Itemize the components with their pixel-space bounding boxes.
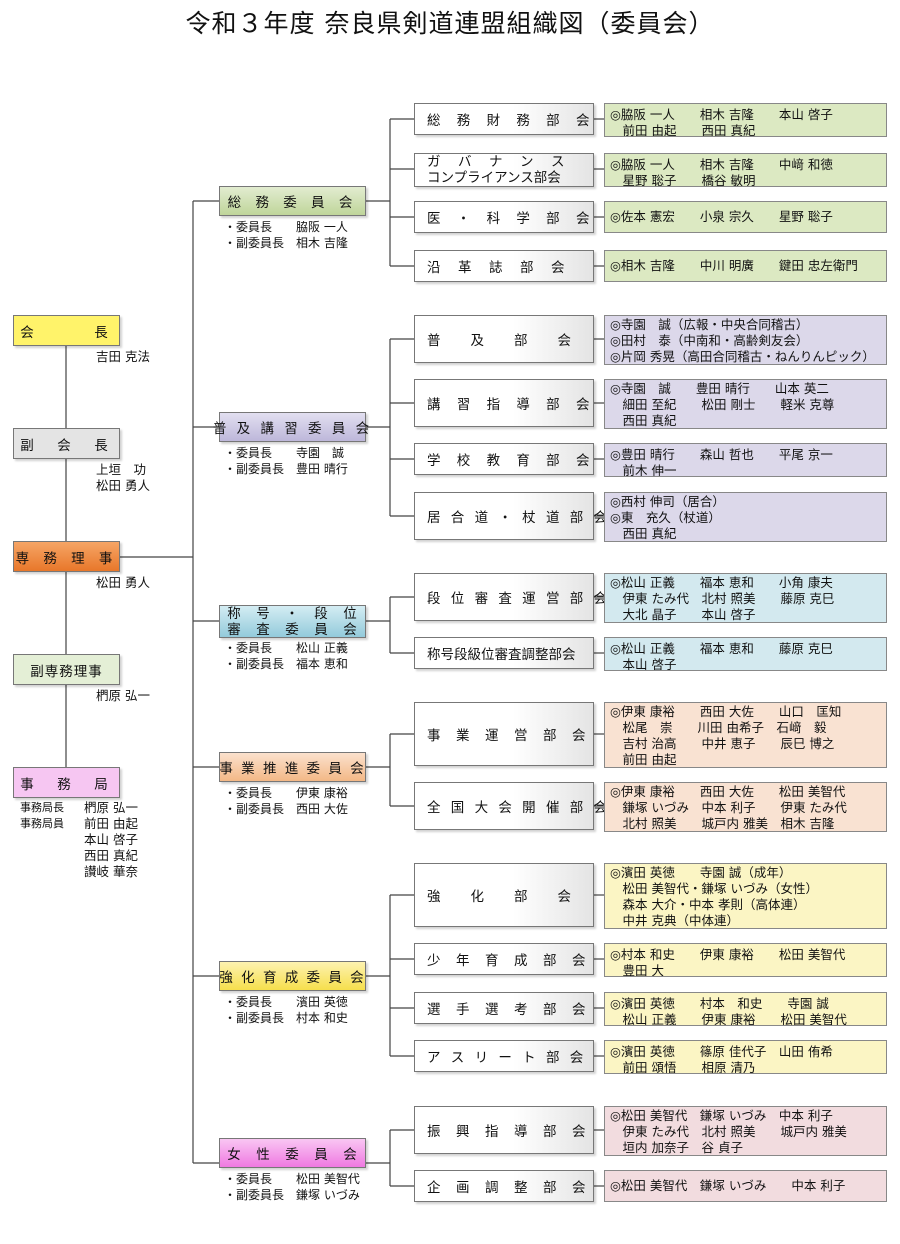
committee-josei-roles: ・委員長 松田 美智代 ・副委員長 鎌塚 いづみ bbox=[224, 1172, 360, 1202]
committee-fukyu-label: 普 及 講 習 委 員 会 bbox=[212, 421, 373, 437]
members-zenkoku-taikai: ◎伊東 康裕 西田 大佐 松田 美智代 鎌塚 いづみ 中本 利子 伊東 たみ代 … bbox=[604, 782, 887, 832]
dept-governance-label-line2: コンプライアンス部会 bbox=[427, 170, 561, 186]
dept-shogo-chosei-label: 称号段級位審査調整部会 bbox=[427, 647, 576, 663]
vice-managing-director-label: 副専務理事 bbox=[30, 663, 103, 680]
members-soumu-zaimu: ◎脇阪 一人 相木 吉隆 本山 啓子 前田 由起 西田 真紀 bbox=[604, 103, 887, 137]
dept-senshu-senko-label: 選 手 選 考 部 会 bbox=[427, 1002, 587, 1018]
dept-shonen-ikusei-label: 少 年 育 成 部 会 bbox=[427, 953, 587, 969]
managing-director-box: 専 務 理 事 bbox=[13, 541, 120, 572]
dept-athlete: ア ス リ ー ト 部 会 bbox=[414, 1040, 594, 1072]
members-shinko-shido: ◎松田 美智代 鎌塚 いづみ 中本 利子 伊東 たみ代 北村 照美 城戸内 雅美… bbox=[604, 1106, 887, 1156]
dept-ikagaku: 医 ・ 科 学 部 会 bbox=[414, 201, 594, 233]
dept-governance-label-line1: ガ バ ナ ン ス bbox=[427, 154, 567, 170]
dept-enkakushi-label: 沿 革 誌 部 会 bbox=[427, 260, 567, 276]
dept-gakko-kyoiku-label: 学 校 教 育 部 会 bbox=[427, 453, 596, 469]
secretariat-names: 椚原 弘一 前田 由起 本山 啓子 西田 真紀 讃岐 華奈 bbox=[84, 800, 138, 879]
committee-jigyo: 事 業 推 進 委 員 会 bbox=[219, 752, 366, 782]
committee-jigyo-label: 事 業 推 進 委 員 会 bbox=[219, 761, 366, 777]
dept-governance: ガ バ ナ ン ス コンプライアンス部会 bbox=[414, 153, 594, 187]
dept-fukyu: 普 及 部 会 bbox=[414, 315, 594, 363]
president-name: 吉田 克法 bbox=[96, 349, 150, 364]
members-governance: ◎脇阪 一人 相木 吉隆 中﨑 和徳 星野 聡子 橋谷 敏明 bbox=[604, 153, 887, 187]
dept-dani-shinsa-label: 段 位 審 査 運 営 部 会 bbox=[427, 591, 611, 607]
members-dani-shinsa: ◎松山 正義 福本 恵和 小角 康夫 伊東 たみ代 北村 照美 藤原 克巳 大北… bbox=[604, 573, 887, 623]
committee-kyoka: 強 化 育 成 委 員 会 bbox=[219, 961, 366, 991]
members-shonen-ikusei: ◎村本 和史 伊東 康裕 松田 美智代 豊田 大 bbox=[604, 943, 887, 977]
committee-shogo: 称 号 ・ 段 位 審 査 委 員 会 bbox=[219, 605, 366, 638]
committee-soumu-roles: ・委員長 脇阪 一人 ・副委員長 相木 吉隆 bbox=[224, 220, 348, 250]
members-kikaku-chosei: ◎松田 美智代 鎌塚 いづみ 中本 利子 bbox=[604, 1170, 887, 1202]
members-athlete: ◎濱田 英徳 篠原 佳代子 山田 侑希 前田 頌悟 相原 清乃 bbox=[604, 1040, 887, 1074]
dept-kikaku-chosei: 企 画 調 整 部 会 bbox=[414, 1170, 594, 1202]
vice-president-names: 上垣 功 松田 勇人 bbox=[96, 462, 150, 493]
managing-director-name: 松田 勇人 bbox=[96, 575, 150, 590]
committee-soumu: 総 務 委 員 会 bbox=[219, 186, 366, 216]
dept-kyoka-label: 強 化 部 会 bbox=[427, 889, 572, 905]
dept-shonen-ikusei: 少 年 育 成 部 会 bbox=[414, 943, 594, 975]
secretariat-box: 事 務 局 bbox=[13, 767, 120, 798]
dept-senshu-senko: 選 手 選 考 部 会 bbox=[414, 992, 594, 1024]
secretariat-label: 事 務 局 bbox=[20, 776, 113, 793]
members-gakko-kyoiku: ◎豊田 晴行 森山 哲也 平尾 京一 前木 伸一 bbox=[604, 443, 887, 477]
president-box: 会 長 bbox=[13, 315, 120, 346]
dept-shogo-chosei: 称号段級位審査調整部会 bbox=[414, 637, 594, 669]
dept-fukyu-label: 普 及 部 会 bbox=[427, 333, 572, 349]
vice-president-label: 副 会 長 bbox=[20, 437, 113, 454]
dept-kyoka: 強 化 部 会 bbox=[414, 863, 594, 927]
dept-iaido-jodo: 居 合 道 ・ 杖 道 部 会 bbox=[414, 492, 607, 540]
president-label: 会 長 bbox=[20, 324, 113, 341]
committee-soumu-label: 総 務 委 員 会 bbox=[227, 195, 358, 211]
secretariat-roles: 事務局長 事務局員 bbox=[20, 801, 64, 830]
dept-koshu-shido-label: 講 習 指 導 部 会 bbox=[427, 397, 596, 413]
vice-managing-director-name: 椚原 弘一 bbox=[96, 688, 150, 703]
dept-zenkoku-taikai-label: 全 国 大 会 開 催 部 会 bbox=[427, 800, 611, 816]
managing-director-label: 専 務 理 事 bbox=[15, 550, 118, 567]
dept-shinko-shido: 振 興 指 導 部 会 bbox=[414, 1106, 594, 1154]
committee-shogo-roles: ・委員長 松山 正義 ・副委員長 福本 恵和 bbox=[224, 641, 348, 671]
committee-kyoka-roles: ・委員長 濱田 英徳 ・副委員長 村本 和史 bbox=[224, 995, 348, 1025]
committee-shogo-label-line1: 称 号 ・ 段 位 bbox=[227, 605, 358, 622]
dept-gakko-kyoiku: 学 校 教 育 部 会 bbox=[414, 443, 594, 475]
dept-koshu-shido: 講 習 指 導 部 会 bbox=[414, 379, 594, 427]
committee-fukyu: 普 及 講 習 委 員 会 bbox=[213, 412, 369, 442]
dept-ikagaku-label: 医 ・ 科 学 部 会 bbox=[427, 211, 596, 227]
members-koshu-shido: ◎寺園 誠 豊田 晴行 山本 英二 細田 至紀 松田 剛士 軽米 克尊 西田 真… bbox=[604, 379, 887, 429]
committee-kyoka-label: 強 化 育 成 委 員 会 bbox=[219, 970, 366, 986]
members-kyoka: ◎濱田 英徳 寺園 誠（成年） 松田 美智代・鎌塚 いづみ（女性） 森本 大介・… bbox=[604, 863, 887, 929]
dept-kikaku-chosei-label: 企 画 調 整 部 会 bbox=[427, 1180, 587, 1196]
committee-jigyo-roles: ・委員長 伊東 康裕 ・副委員長 西田 大佐 bbox=[224, 786, 348, 816]
committee-shogo-label-line2: 審 査 委 員 会 bbox=[227, 621, 358, 638]
committee-josei: 女 性 委 員 会 bbox=[219, 1138, 366, 1168]
dept-iaido-jodo-label: 居 合 道 ・ 杖 道 部 会 bbox=[427, 510, 611, 526]
members-senshu-senko: ◎濱田 英徳 村本 和史 寺園 誠 松山 正義 伊東 康裕 松田 美智代 bbox=[604, 992, 887, 1026]
dept-soumu-zaimu: 総 務 財 務 部 会 bbox=[414, 103, 594, 135]
committee-josei-label: 女 性 委 員 会 bbox=[227, 1147, 358, 1163]
vice-president-box: 副 会 長 bbox=[13, 428, 120, 459]
dept-enkakushi: 沿 革 誌 部 会 bbox=[414, 250, 594, 282]
members-jigyo-unei: ◎伊東 康裕 西田 大佐 山口 匡知 松尾 崇 川田 由希子 石﨑 毅 吉村 治… bbox=[604, 702, 887, 768]
dept-shinko-shido-label: 振 興 指 導 部 会 bbox=[427, 1124, 587, 1140]
members-iaido-jodo: ◎西村 伸司（居合） ◎東 充久（杖道） 西田 真紀 bbox=[604, 492, 887, 542]
dept-dani-shinsa: 段 位 審 査 運 営 部 会 bbox=[414, 573, 607, 621]
members-enkakushi: ◎相木 吉隆 中川 明廣 鍵田 忠左衛門 bbox=[604, 250, 887, 282]
dept-jigyo-unei-label: 事 業 運 営 部 会 bbox=[427, 728, 587, 744]
committee-fukyu-roles: ・委員長 寺園 誠 ・副委員長 豊田 晴行 bbox=[224, 446, 348, 476]
members-shogo-chosei: ◎松山 正義 福本 恵和 藤原 克巳 本山 啓子 bbox=[604, 637, 887, 671]
page-title: 令和３年度 奈良県剣道連盟組織図（委員会） bbox=[185, 9, 715, 38]
vice-managing-director-box: 副専務理事 bbox=[13, 654, 120, 685]
members-ikagaku: ◎佐本 憲宏 小泉 宗久 星野 聡子 bbox=[604, 201, 887, 233]
dept-soumu-zaimu-label: 総 務 財 務 部 会 bbox=[427, 113, 596, 129]
dept-jigyo-unei: 事 業 運 営 部 会 bbox=[414, 702, 594, 766]
members-fukyu: ◎寺園 誠（広報・中央合同稽古） ◎田村 泰（中南和・高齢剣友会） ◎片岡 秀晃… bbox=[604, 315, 887, 365]
dept-zenkoku-taikai: 全 国 大 会 開 催 部 会 bbox=[414, 782, 607, 830]
dept-athlete-label: ア ス リ ー ト 部 会 bbox=[427, 1050, 587, 1066]
